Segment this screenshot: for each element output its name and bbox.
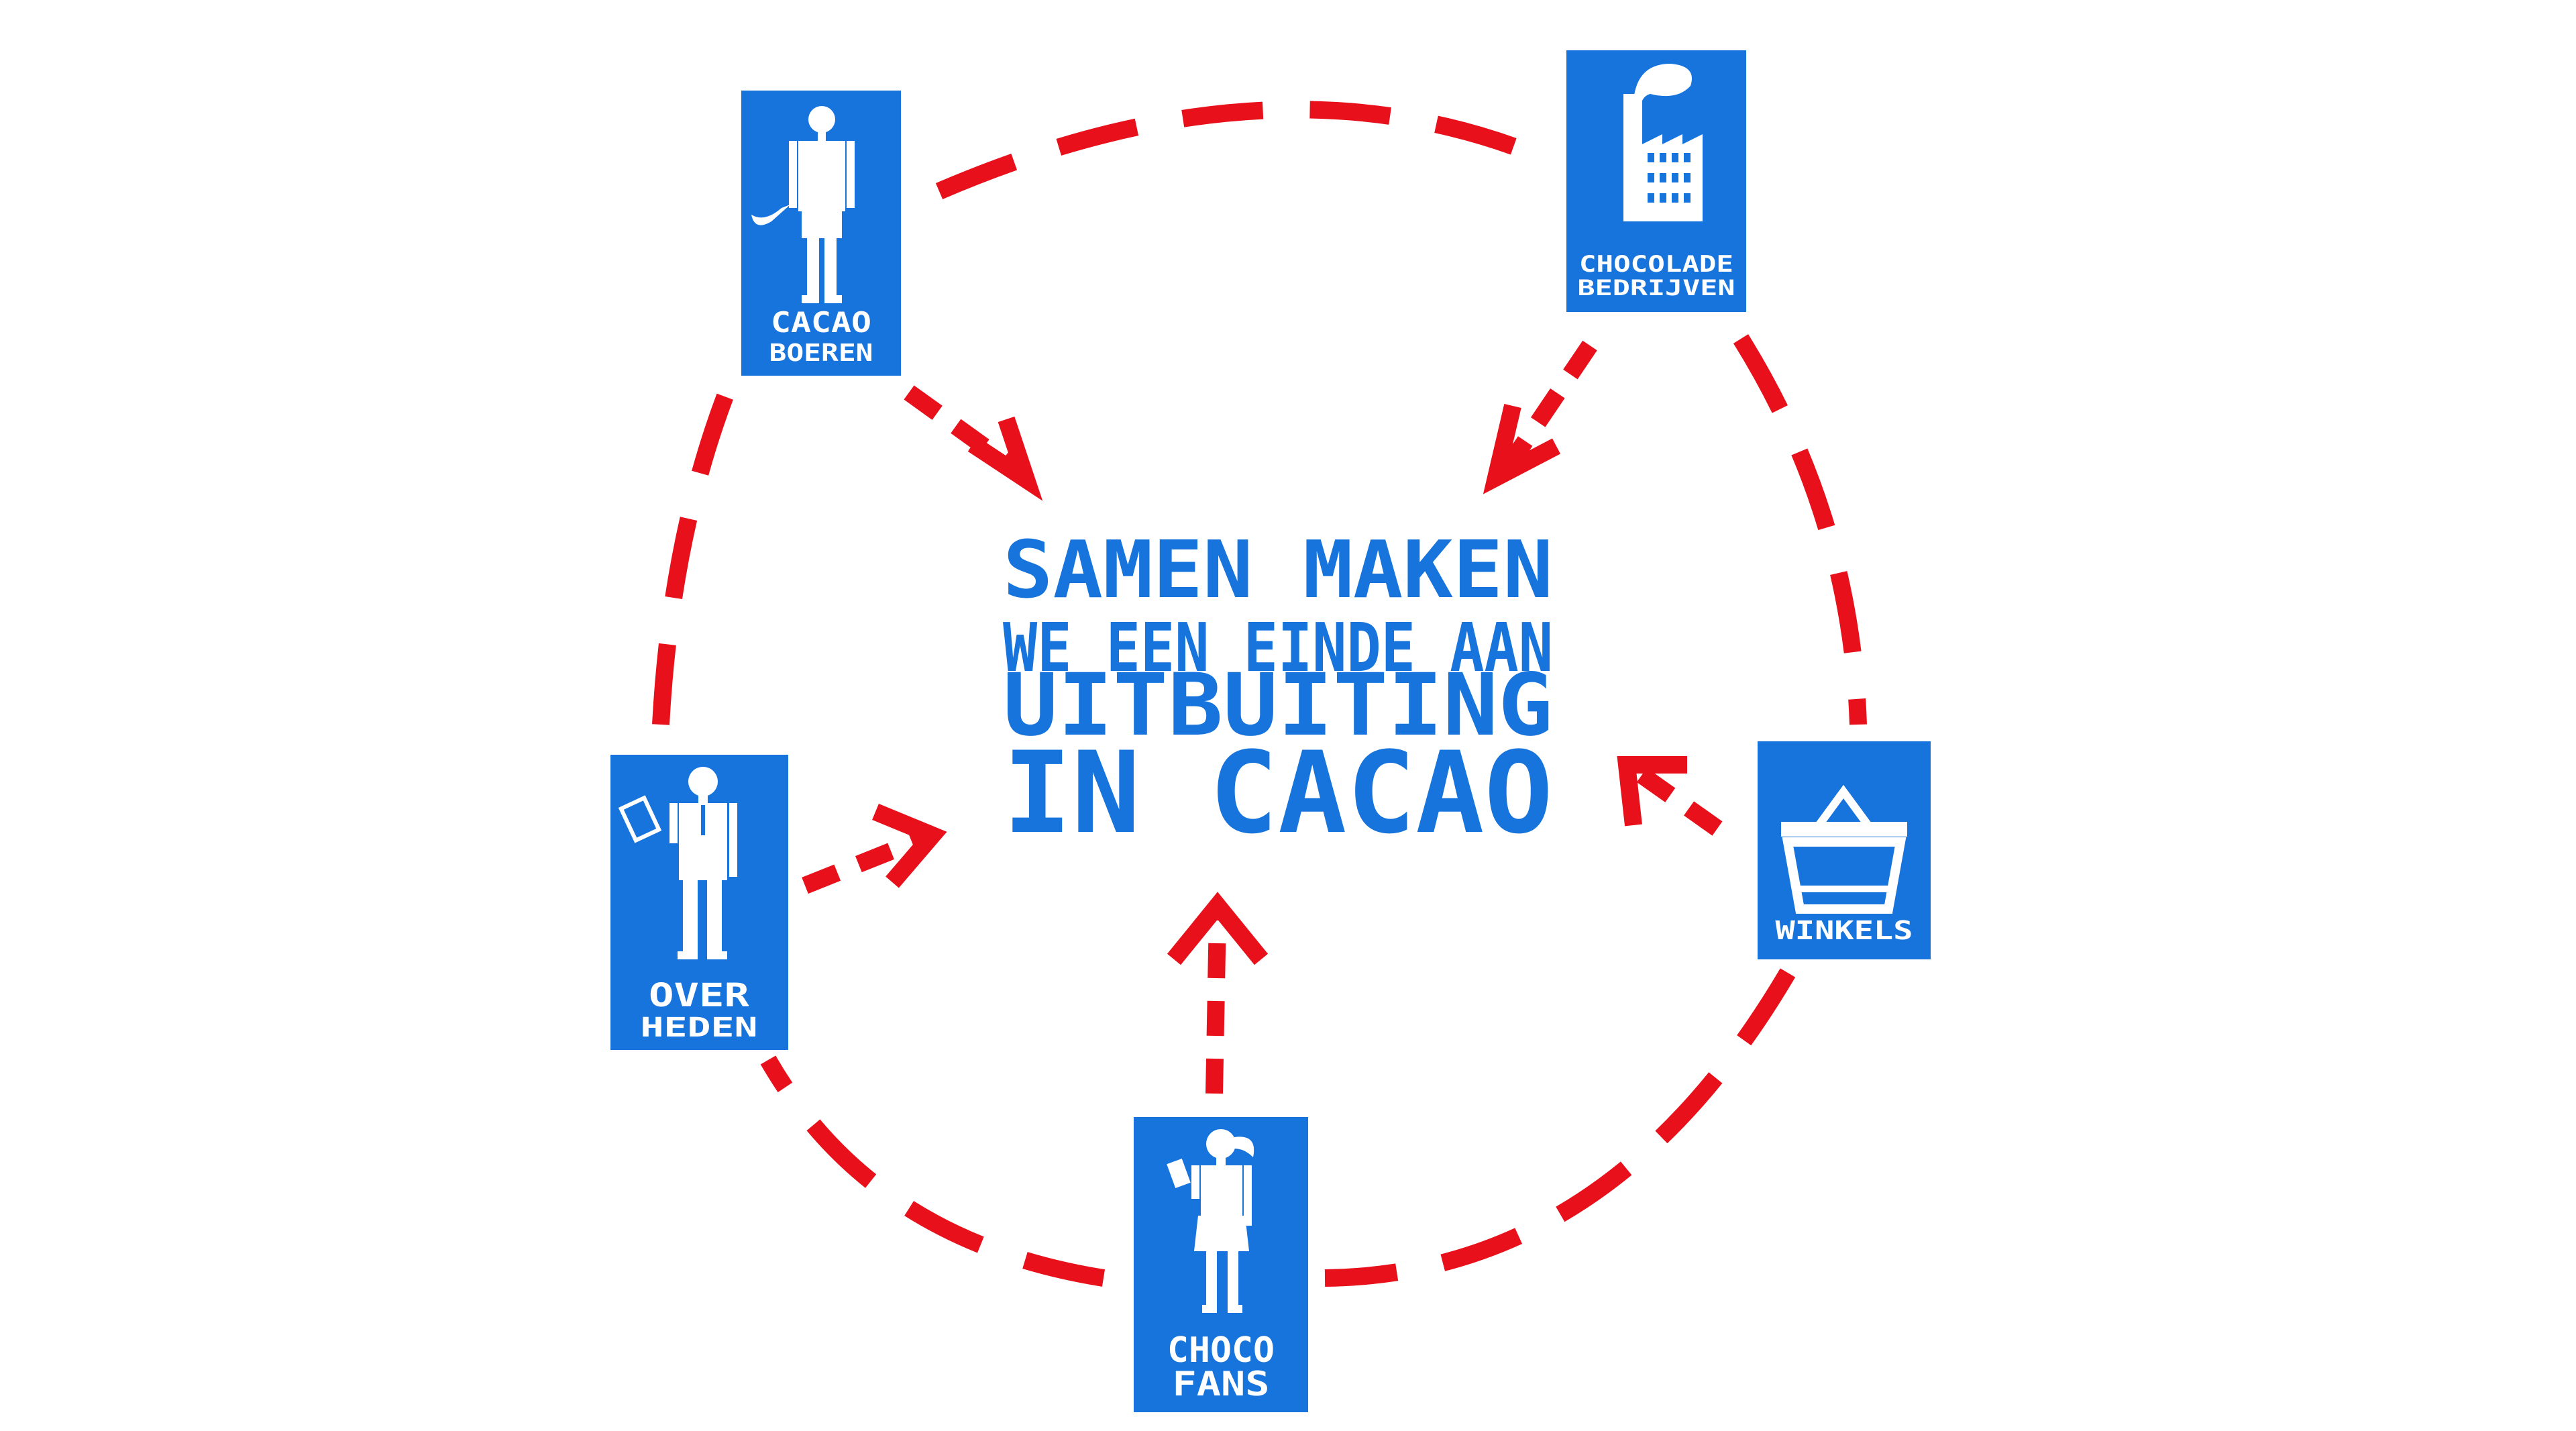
connector-winkels-fans <box>1324 968 1796 1287</box>
card-title-line-2: BEDRIJVEN <box>1578 275 1735 301</box>
connector-overheden-boeren <box>652 386 737 725</box>
card-cacao-boeren: CACAO BOEREN <box>741 91 901 376</box>
card-choco-fans: CHOCO FANS <box>1134 1117 1308 1412</box>
arrow-from-cacao-boeren <box>904 385 1043 501</box>
card-title-line-1: CACAO <box>771 306 871 339</box>
card-winkels: WINKELS <box>1758 741 1931 959</box>
card-title-line-1: CHOCO <box>1167 1330 1275 1371</box>
card-title-line-2: FANS <box>1173 1365 1270 1403</box>
card-title-line-2: HEDEN <box>641 1012 758 1043</box>
fan-with-chocolate-bar-icon <box>1167 1129 1254 1313</box>
shopping-basket-icon <box>1781 784 1907 914</box>
headline-line-3: UITBUITING <box>1003 655 1553 755</box>
connector-fans-overheden <box>760 1055 1106 1287</box>
center-arrows <box>802 340 1723 1094</box>
official-with-document-icon <box>618 767 737 959</box>
arrow-from-choco-fans <box>1167 892 1269 1094</box>
headline-line-4: IN CACAO <box>1003 727 1553 859</box>
card-title-line-1: CHOCOLADE <box>1579 251 1733 278</box>
card-title-line-2: BOEREN <box>769 339 873 367</box>
connector-boeren-bedrijven <box>935 101 1546 199</box>
headline: SAMEN MAKEN WE EEN EINDE AAN UITBUITING … <box>1003 523 1553 859</box>
card-title: WINKELS <box>1776 916 1913 945</box>
headline-line-2: WE EEN EINDE AAN <box>1003 608 1553 687</box>
card-chocolade-bedrijven: CHOCOLADE BEDRIJVEN <box>1566 50 1746 312</box>
headline-line-1: SAMEN MAKEN <box>1003 523 1553 616</box>
farmer-with-machete-icon <box>751 106 855 303</box>
card-overheden: OVER HEDEN <box>610 755 788 1050</box>
arrow-from-chocolade-bedrijven <box>1483 340 1597 494</box>
arrow-from-winkels <box>1617 756 1723 836</box>
arrow-from-overheden <box>802 803 947 894</box>
factory-icon <box>1623 64 1703 221</box>
card-title-line-1: OVER <box>649 977 749 1014</box>
cycle-connectors <box>652 101 1867 1287</box>
connector-bedrijven-winkels <box>1733 334 1867 725</box>
